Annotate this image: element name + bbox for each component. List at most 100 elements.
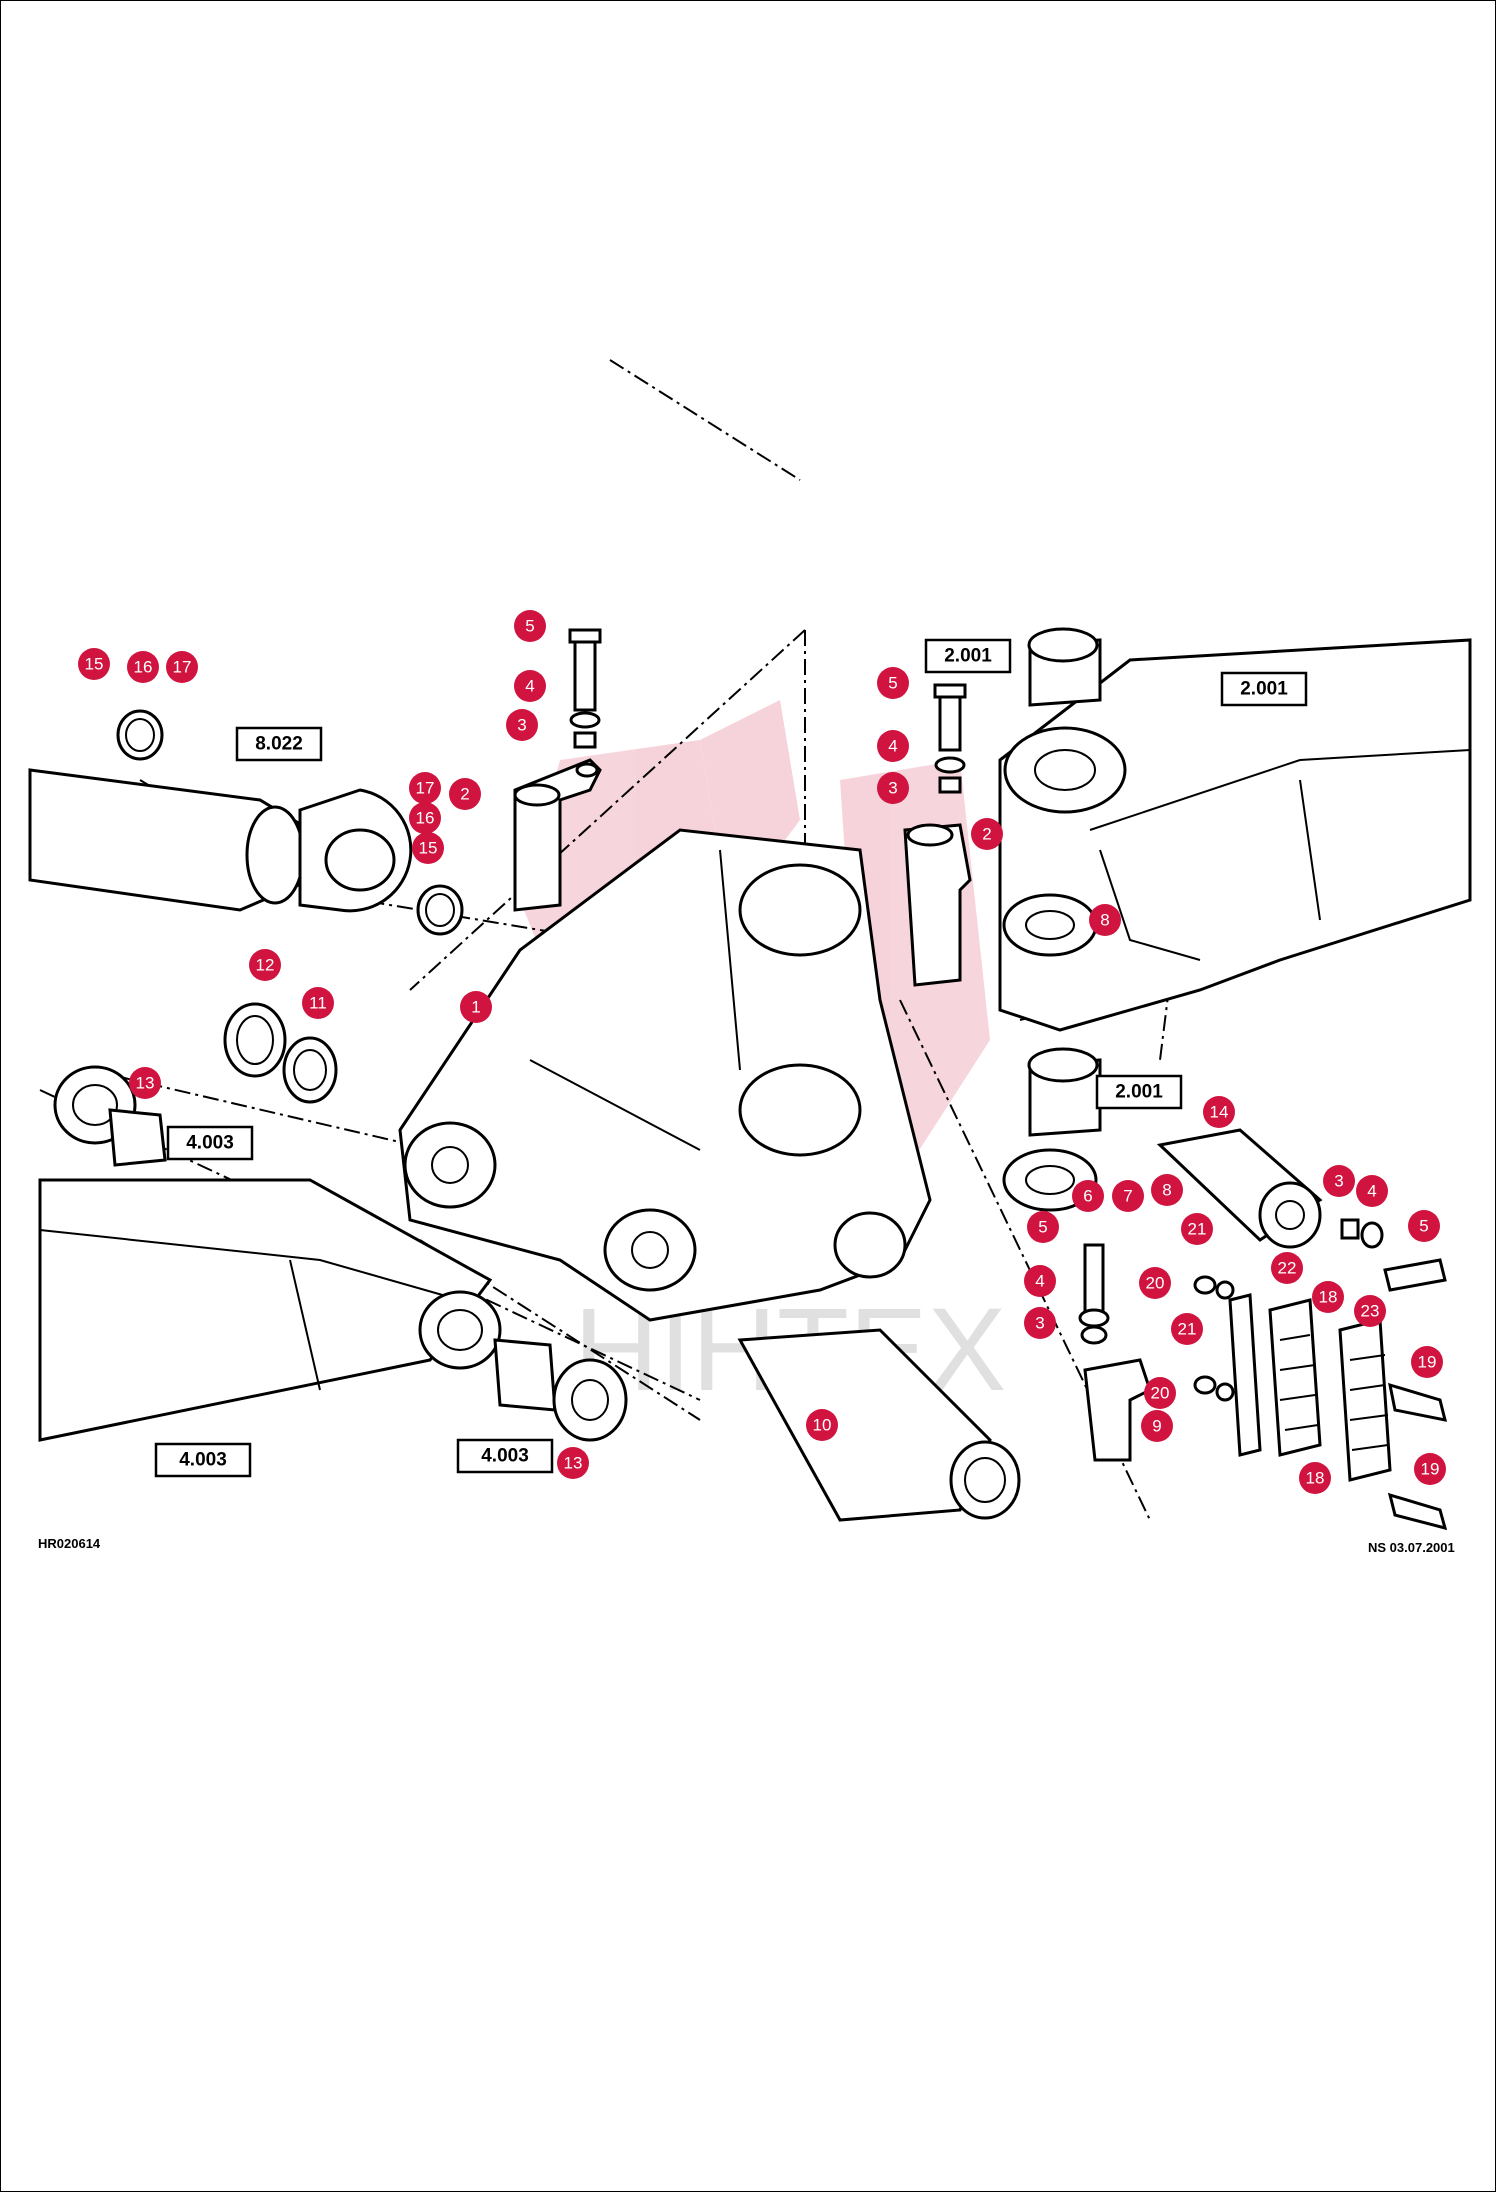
callout-7[interactable]: 7 [1112,1180,1144,1212]
svg-text:4.003: 4.003 [179,1450,227,1471]
svg-text:5: 5 [1419,1217,1428,1236]
callout-4[interactable]: 4 [1024,1265,1056,1297]
callout-14[interactable]: 14 [1203,1096,1235,1128]
drawing-code-left: HR020614 [38,1536,101,1551]
callout-19[interactable]: 19 [1411,1346,1443,1378]
callout-9[interactable]: 9 [1141,1410,1173,1442]
svg-text:2: 2 [460,785,469,804]
svg-text:15: 15 [419,839,438,858]
callout-17[interactable]: 17 [409,772,441,804]
callout-21[interactable]: 21 [1171,1313,1203,1345]
svg-text:8: 8 [1100,911,1109,930]
svg-text:13: 13 [136,1074,155,1093]
svg-text:10: 10 [813,1416,832,1435]
svg-text:2: 2 [982,825,991,844]
callout-8[interactable]: 8 [1151,1174,1183,1206]
pivot-pin [737,1328,1021,1522]
svg-text:19: 19 [1421,1460,1440,1479]
callout-15[interactable]: 15 [412,832,444,864]
svg-text:16: 16 [416,809,435,828]
svg-text:3: 3 [1035,1314,1044,1333]
main-frame [998,627,1472,1212]
svg-text:19: 19 [1418,1353,1437,1372]
svg-text:8: 8 [1162,1181,1171,1200]
ref-box-2-001-top: 2.001 [924,638,1012,674]
callout-20[interactable]: 20 [1139,1267,1171,1299]
svg-text:17: 17 [416,779,435,798]
callout-16[interactable]: 16 [409,802,441,834]
svg-text:2.001: 2.001 [1115,1082,1163,1103]
callout-15[interactable]: 15 [78,648,110,680]
callout-4[interactable]: 4 [1356,1175,1388,1207]
svg-text:4.003: 4.003 [481,1446,529,1467]
callout-4[interactable]: 4 [514,670,546,702]
callout-13[interactable]: 13 [557,1447,589,1479]
callout-17[interactable]: 17 [166,651,198,683]
callout-11[interactable]: 11 [302,987,334,1019]
callout-10[interactable]: 10 [806,1409,838,1441]
callout-5[interactable]: 5 [514,610,546,642]
callout-22[interactable]: 22 [1271,1252,1303,1284]
pin-14 [1156,1128,1323,1249]
callout-6[interactable]: 6 [1072,1180,1104,1212]
svg-text:20: 20 [1151,1384,1170,1403]
callout-3[interactable]: 3 [1323,1165,1355,1197]
svg-text:23: 23 [1361,1302,1380,1321]
svg-text:21: 21 [1178,1320,1197,1339]
svg-text:4: 4 [525,677,534,696]
svg-text:11: 11 [309,994,327,1013]
seal-rings [116,709,464,1104]
svg-text:5: 5 [1038,1218,1047,1237]
drawing-code-right: NS 03.07.2001 [1368,1540,1455,1555]
callout-12[interactable]: 12 [249,949,281,981]
svg-text:18: 18 [1306,1469,1325,1488]
callout-3[interactable]: 3 [506,709,538,741]
ref-box-8-022: 8.022 [235,726,323,762]
hydraulic-cylinder [28,768,413,913]
ref-box-2-001-frame: 2.001 [1220,671,1308,707]
callout-5[interactable]: 5 [1027,1211,1059,1243]
callout-3[interactable]: 3 [877,772,909,804]
callout-20[interactable]: 20 [1144,1377,1176,1409]
callout-18[interactable]: 18 [1299,1462,1331,1494]
callout-19[interactable]: 19 [1414,1453,1446,1485]
pin-with-plate-left [513,628,602,912]
pin-with-plate-right [903,683,972,987]
svg-text:4.003: 4.003 [186,1133,234,1154]
svg-text:7: 7 [1123,1187,1132,1206]
callout-4[interactable]: 4 [877,730,909,762]
callout-1[interactable]: 1 [460,991,492,1023]
svg-text:15: 15 [85,655,104,674]
svg-text:3: 3 [1334,1172,1343,1191]
callout-16[interactable]: 16 [127,651,159,683]
svg-text:6: 6 [1083,1187,1092,1206]
svg-text:20: 20 [1146,1274,1165,1293]
boom-arm [38,1065,628,1442]
callout-8[interactable]: 8 [1089,904,1121,936]
callout-2[interactable]: 2 [971,818,1003,850]
ref-box-4-003-arm: 4.003 [154,1442,252,1478]
svg-text:1: 1 [471,998,480,1017]
svg-text:13: 13 [564,1454,583,1473]
callout-23[interactable]: 23 [1354,1295,1386,1327]
svg-text:2.001: 2.001 [944,646,992,667]
svg-text:14: 14 [1210,1103,1229,1122]
callout-5[interactable]: 5 [1408,1210,1440,1242]
callout-2[interactable]: 2 [449,778,481,810]
callout-3[interactable]: 3 [1024,1307,1056,1339]
callout-5[interactable]: 5 [877,667,909,699]
svg-text:9: 9 [1152,1417,1161,1436]
callout-18[interactable]: 18 [1312,1281,1344,1313]
callout-21[interactable]: 21 [1181,1213,1213,1245]
callout-13[interactable]: 13 [129,1067,161,1099]
svg-text:4: 4 [1367,1182,1376,1201]
svg-text:3: 3 [517,716,526,735]
bolt-set-right [1078,1218,1447,1462]
svg-text:5: 5 [888,674,897,693]
svg-text:5: 5 [525,617,534,636]
svg-text:16: 16 [134,658,153,677]
svg-text:4: 4 [1035,1272,1044,1291]
clamp-blocks [1228,1293,1448,1531]
